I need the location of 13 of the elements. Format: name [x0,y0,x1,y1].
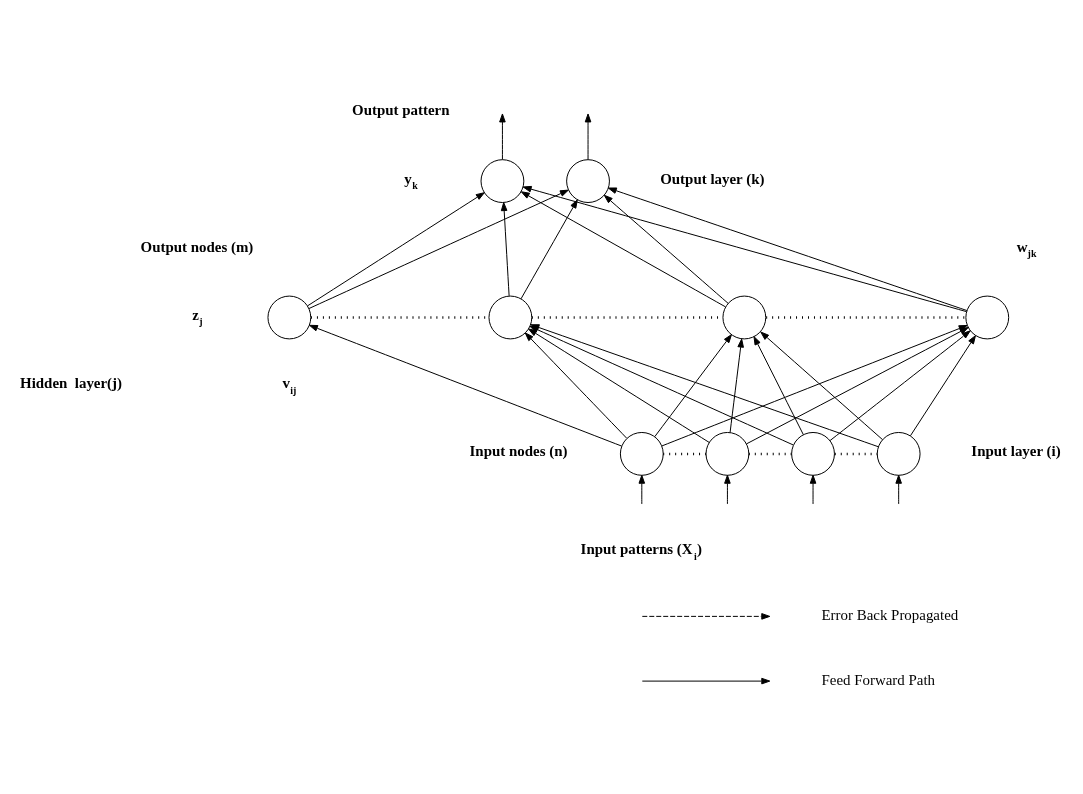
label: Output layer (k) [660,170,765,187]
label: v$_{ij}$ [282,375,297,396]
label: w$_{jk}$ [1016,238,1037,260]
label: Input layer (i) [971,443,1061,460]
label: z$_{j}$ [192,306,203,328]
legend-label: Feed Forward Path [821,671,936,688]
label: Input nodes (n) [469,443,568,460]
legend-label: Error Back Propagated [821,606,959,623]
label: Output pattern [352,102,450,119]
label: y$_{k}$ [404,170,418,192]
label: Hidden layer(j) [20,375,123,392]
label: Output nodes (m) [140,238,254,255]
label: Input patterns (X$_{i}$) [580,541,703,562]
